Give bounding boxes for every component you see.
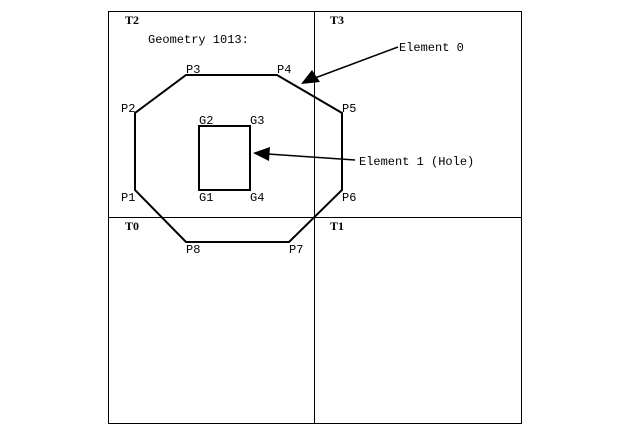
tile-label-t3: T3 xyxy=(330,13,344,27)
tile-label-t0: T0 xyxy=(125,219,139,233)
tile-label-t1: T1 xyxy=(330,219,344,233)
point-label-g1: G1 xyxy=(199,191,213,205)
point-label-g4: G4 xyxy=(250,191,264,205)
label-element-0: Element 0 xyxy=(399,41,464,55)
point-label-p4: P4 xyxy=(277,63,291,77)
arrow-element-1 xyxy=(267,153,356,161)
point-label-p3: P3 xyxy=(186,63,200,77)
label-element-1: Element 1 (Hole) xyxy=(359,155,474,169)
arrow-element-0 xyxy=(314,46,399,79)
point-label-p1: P1 xyxy=(121,191,135,205)
point-label-p8: P8 xyxy=(186,243,200,257)
element-1-hole xyxy=(198,125,251,191)
point-label-p5: P5 xyxy=(342,102,356,116)
geometry-title: Geometry 1013: xyxy=(148,33,249,47)
point-label-p7: P7 xyxy=(289,243,303,257)
element-0-polygon xyxy=(134,74,343,243)
point-label-p2: P2 xyxy=(121,102,135,116)
point-label-g2: G2 xyxy=(199,114,213,128)
tile-label-t2: T2 xyxy=(125,13,139,27)
point-label-g3: G3 xyxy=(250,114,264,128)
point-label-p6: P6 xyxy=(342,191,356,205)
arrowhead-element-0 xyxy=(301,70,320,84)
arrowhead-element-1 xyxy=(253,147,270,161)
